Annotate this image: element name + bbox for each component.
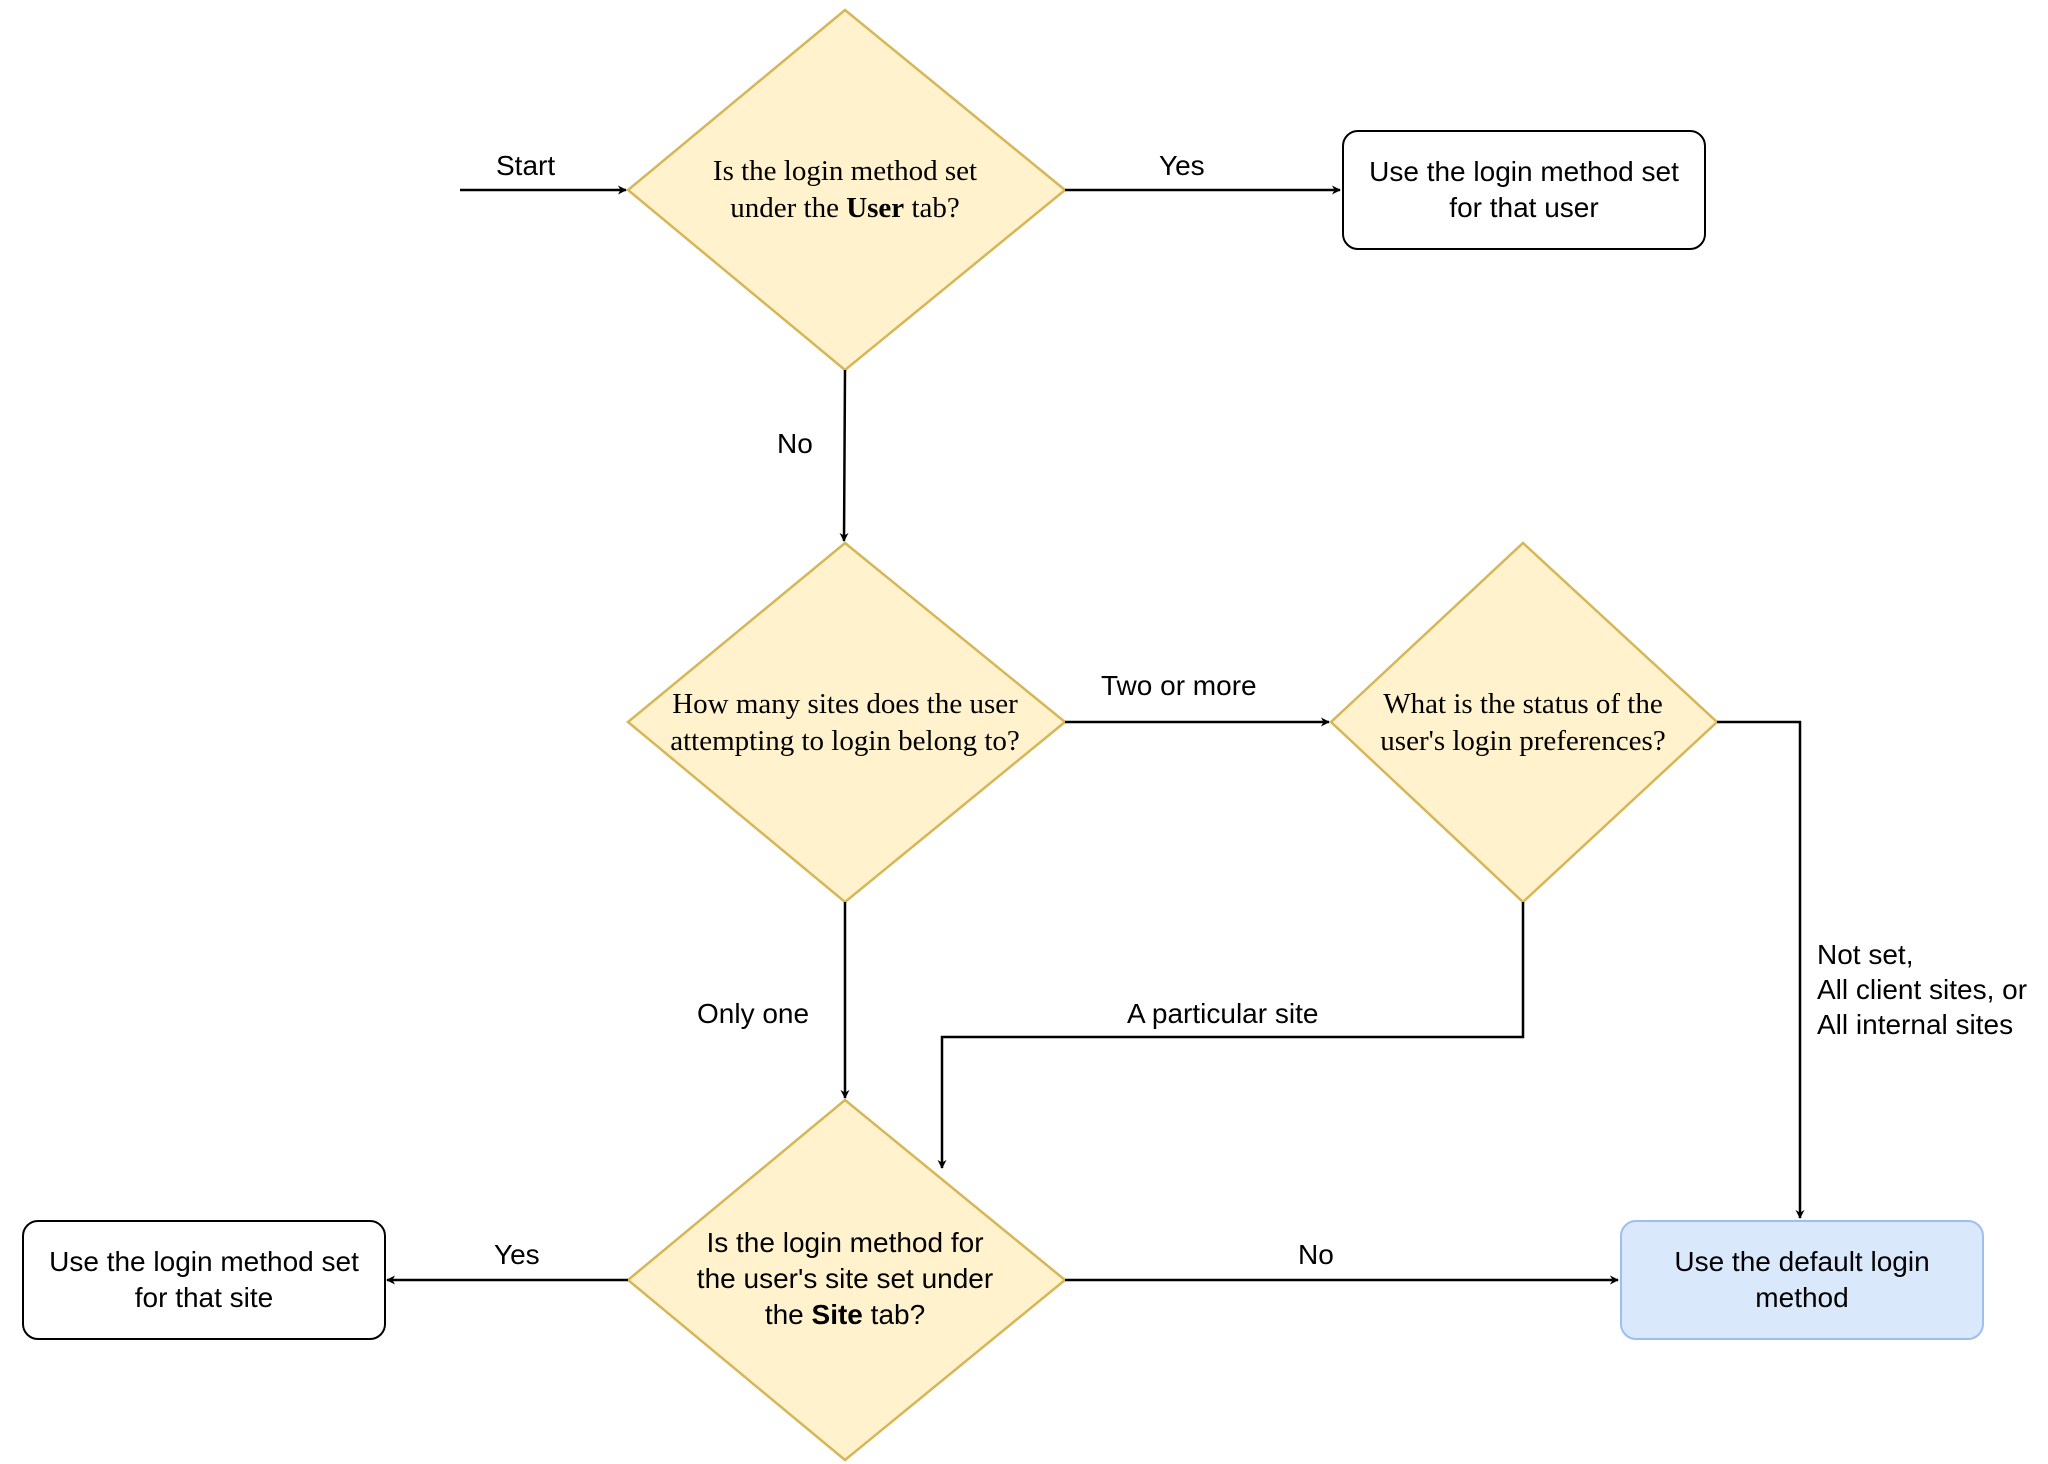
decision-site-tab-line3-pre: the <box>764 1298 812 1330</box>
edge-label-only-one: Only one <box>697 998 810 1029</box>
result-site-line1: Use the login method set <box>49 1245 359 1277</box>
result-default-box: Use the default login method <box>1620 1220 1984 1340</box>
result-user-line1: Use the login method set <box>1369 155 1679 187</box>
result-site-line2: for that site <box>134 1282 274 1313</box>
edge-no-top <box>839 369 849 542</box>
decision-site-tab-text: Is the login method for the user's site … <box>665 1225 1025 1332</box>
decision-site-count-text: How many sites does the user attempting … <box>645 686 1045 760</box>
decision-user-tab-text: Is the login method set under the User t… <box>645 153 1045 227</box>
edge-label-not-set-line1: Not set, <box>1817 939 1914 970</box>
edge-label-no-top: No <box>777 428 813 459</box>
edge-label-yes-top: Yes <box>1159 150 1205 181</box>
decision-user-tab-line2-pre: under the <box>730 192 847 225</box>
edge-label-particular-site: A particular site <box>1127 998 1319 1029</box>
decision-user-tab-line2-bold: User <box>846 192 905 225</box>
edge-label-not-set: Not set, All client sites, or All intern… <box>1817 937 2027 1042</box>
edge-label-two-or-more: Two or more <box>1101 670 1257 701</box>
edge-label-not-set-line3: All internal sites <box>1817 1009 2014 1040</box>
edge-label-no-bottom: No <box>1298 1239 1334 1270</box>
decision-site-count-line1: How many sites does the user <box>672 688 1018 720</box>
decision-prefs-line1: What is the status of the <box>1383 688 1663 720</box>
decision-user-tab-line2: under the User tab? <box>645 190 1045 227</box>
edge-particular-site <box>937 902 1525 1169</box>
decision-user-tab-line1: Is the login method set <box>712 155 978 187</box>
decision-site-tab-line2: the user's site set under <box>696 1262 994 1294</box>
decision-site-tab-line3-bold: Site <box>811 1298 863 1330</box>
result-default-line1: Use the default login <box>1674 1245 1930 1277</box>
decision-site-tab-line1: Is the login method for <box>706 1227 984 1258</box>
result-site-box: Use the login method set for that site <box>22 1220 386 1340</box>
decision-prefs-text: What is the status of the user's login p… <box>1343 686 1703 760</box>
edge-label-not-set-line2: All client sites, or <box>1817 974 2028 1005</box>
decision-prefs-line2: user's login preferences? <box>1380 725 1666 758</box>
result-user-box: Use the login method set for that user <box>1342 130 1706 250</box>
result-user-line2: for that user <box>1449 192 1599 223</box>
decision-site-tab-line3-post: tab? <box>862 1298 926 1330</box>
edge-not-set <box>1717 720 1805 1219</box>
decision-site-count-line2: attempting to login belong to? <box>670 725 1020 758</box>
decision-site-tab-shape <box>626 1098 1067 1462</box>
decision-site-tab-line3: the Site tab? <box>665 1297 1025 1333</box>
decision-user-tab-line2-post: tab? <box>904 192 960 225</box>
start-label: Start <box>496 150 556 181</box>
result-default-line2: method <box>1755 1282 1849 1313</box>
edge-label-yes-bottom: Yes <box>494 1239 540 1270</box>
